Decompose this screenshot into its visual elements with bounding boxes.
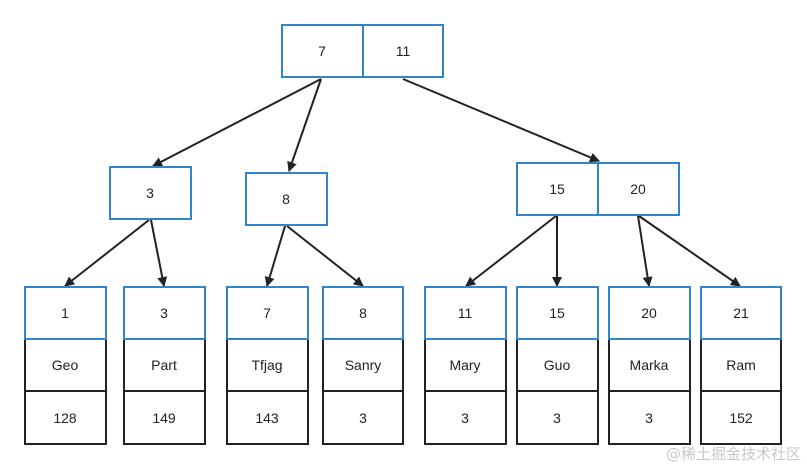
internal-key-text: 8 <box>282 191 290 207</box>
edge-node-8-to-leaf-7 <box>264 225 286 287</box>
leaf-name-cell <box>424 338 507 392</box>
leaf-node-11: 11 Mary 3 <box>424 286 507 445</box>
internal-key-text: 3 <box>146 185 154 201</box>
internal-node-15-20: 15 20 <box>516 162 680 216</box>
leaf-key-text: 8 <box>359 305 367 321</box>
leaf-value-text: 3 <box>359 410 367 426</box>
internal-key-2-text: 20 <box>630 181 646 197</box>
leaf-value-text: 128 <box>53 410 77 426</box>
leaf-name-text: Ram <box>726 357 756 373</box>
edge-node-3-to-leaf-1 <box>64 219 150 287</box>
leaf-name-cell <box>322 338 404 392</box>
leaf-key-cell <box>516 286 599 340</box>
root-key-2-text: 11 <box>396 43 411 59</box>
edge-root-to-node-3 <box>152 78 322 167</box>
leaf-value-text: 143 <box>255 410 279 426</box>
leaf-key-text: 21 <box>733 305 749 321</box>
leaf-value-cell <box>322 390 404 445</box>
leaf-node-21: 21 Ram 152 <box>700 286 782 445</box>
leaf-name-text: Sanry <box>345 357 382 373</box>
root-key-cell-1 <box>281 24 364 78</box>
leaf-name-text: Tfjag <box>251 357 282 373</box>
internal-key-cell <box>245 172 328 226</box>
leaf-node-20: 20 Marka 3 <box>608 286 691 445</box>
internal-node-8: 8 <box>245 172 328 226</box>
leaf-node-3: 3 Part 149 <box>123 286 206 445</box>
leaf-value-text: 149 <box>152 410 176 426</box>
leaf-key-text: 7 <box>263 305 271 321</box>
leaf-node-8: 8 Sanry 3 <box>322 286 404 445</box>
leaf-value-text: 3 <box>461 410 469 426</box>
leaf-key-text: 20 <box>641 305 657 321</box>
leaf-value-text: 3 <box>645 410 653 426</box>
leaf-name-text: Geo <box>52 357 79 373</box>
watermark-text: @稀土掘金技术社区 <box>665 445 801 463</box>
leaf-key-cell <box>24 286 107 340</box>
edge-node-20-to-leaf-20 <box>637 215 653 287</box>
leaf-node-1: 1 Geo 128 <box>24 286 107 445</box>
edge-node-15-to-leaf-11 <box>465 215 557 287</box>
leaf-name-cell <box>123 338 206 392</box>
edge-node-3-to-leaf-3 <box>150 219 168 287</box>
leaf-key-cell <box>700 286 782 340</box>
leaf-key-text: 11 <box>458 305 473 321</box>
internal-node-3: 3 <box>109 166 192 220</box>
leaf-name-cell <box>226 338 309 392</box>
edge-node-20-to-leaf-21 <box>638 215 741 287</box>
leaf-name-text: Mary <box>449 357 480 373</box>
leaf-value-cell <box>700 390 782 445</box>
leaf-key-cell <box>424 286 507 340</box>
leaf-name-text: Part <box>151 357 177 373</box>
root-node: 7 11 <box>281 24 444 78</box>
leaf-value-cell <box>608 390 691 445</box>
internal-key-cell-2 <box>597 162 680 216</box>
root-key-cell-2 <box>362 24 444 78</box>
leaf-value-text: 152 <box>729 410 753 426</box>
edge-node-8-to-leaf-8 <box>286 225 364 287</box>
leaf-value-cell <box>226 390 309 445</box>
leaf-key-text: 1 <box>61 305 69 321</box>
leaf-key-cell <box>226 286 309 340</box>
leaf-key-cell <box>608 286 691 340</box>
leaf-node-7: 7 Tfjag 143 <box>226 286 309 445</box>
root-key-1-text: 7 <box>318 43 326 59</box>
leaf-key-cell <box>123 286 206 340</box>
leaf-value-cell <box>516 390 599 445</box>
leaf-key-text: 15 <box>549 305 565 321</box>
leaf-name-cell <box>700 338 782 392</box>
internal-key-cell-1 <box>516 162 599 216</box>
leaf-value-text: 3 <box>553 410 561 426</box>
internal-key-cell <box>109 166 192 220</box>
edge-root-to-node-15-20 <box>402 78 600 163</box>
leaf-name-text: Marka <box>630 357 669 373</box>
leaf-node-15: 15 Guo 3 <box>516 286 599 445</box>
tree-edges <box>64 78 741 287</box>
leaf-value-cell <box>24 390 107 445</box>
leaf-name-cell <box>516 338 599 392</box>
leaf-value-cell <box>123 390 206 445</box>
internal-key-1-text: 15 <box>549 181 565 197</box>
leaf-value-cell <box>424 390 507 445</box>
leaf-name-text: Guo <box>544 357 571 373</box>
edge-root-to-node-8 <box>287 78 322 172</box>
leaf-key-text: 3 <box>160 305 168 321</box>
leaf-key-cell <box>322 286 404 340</box>
